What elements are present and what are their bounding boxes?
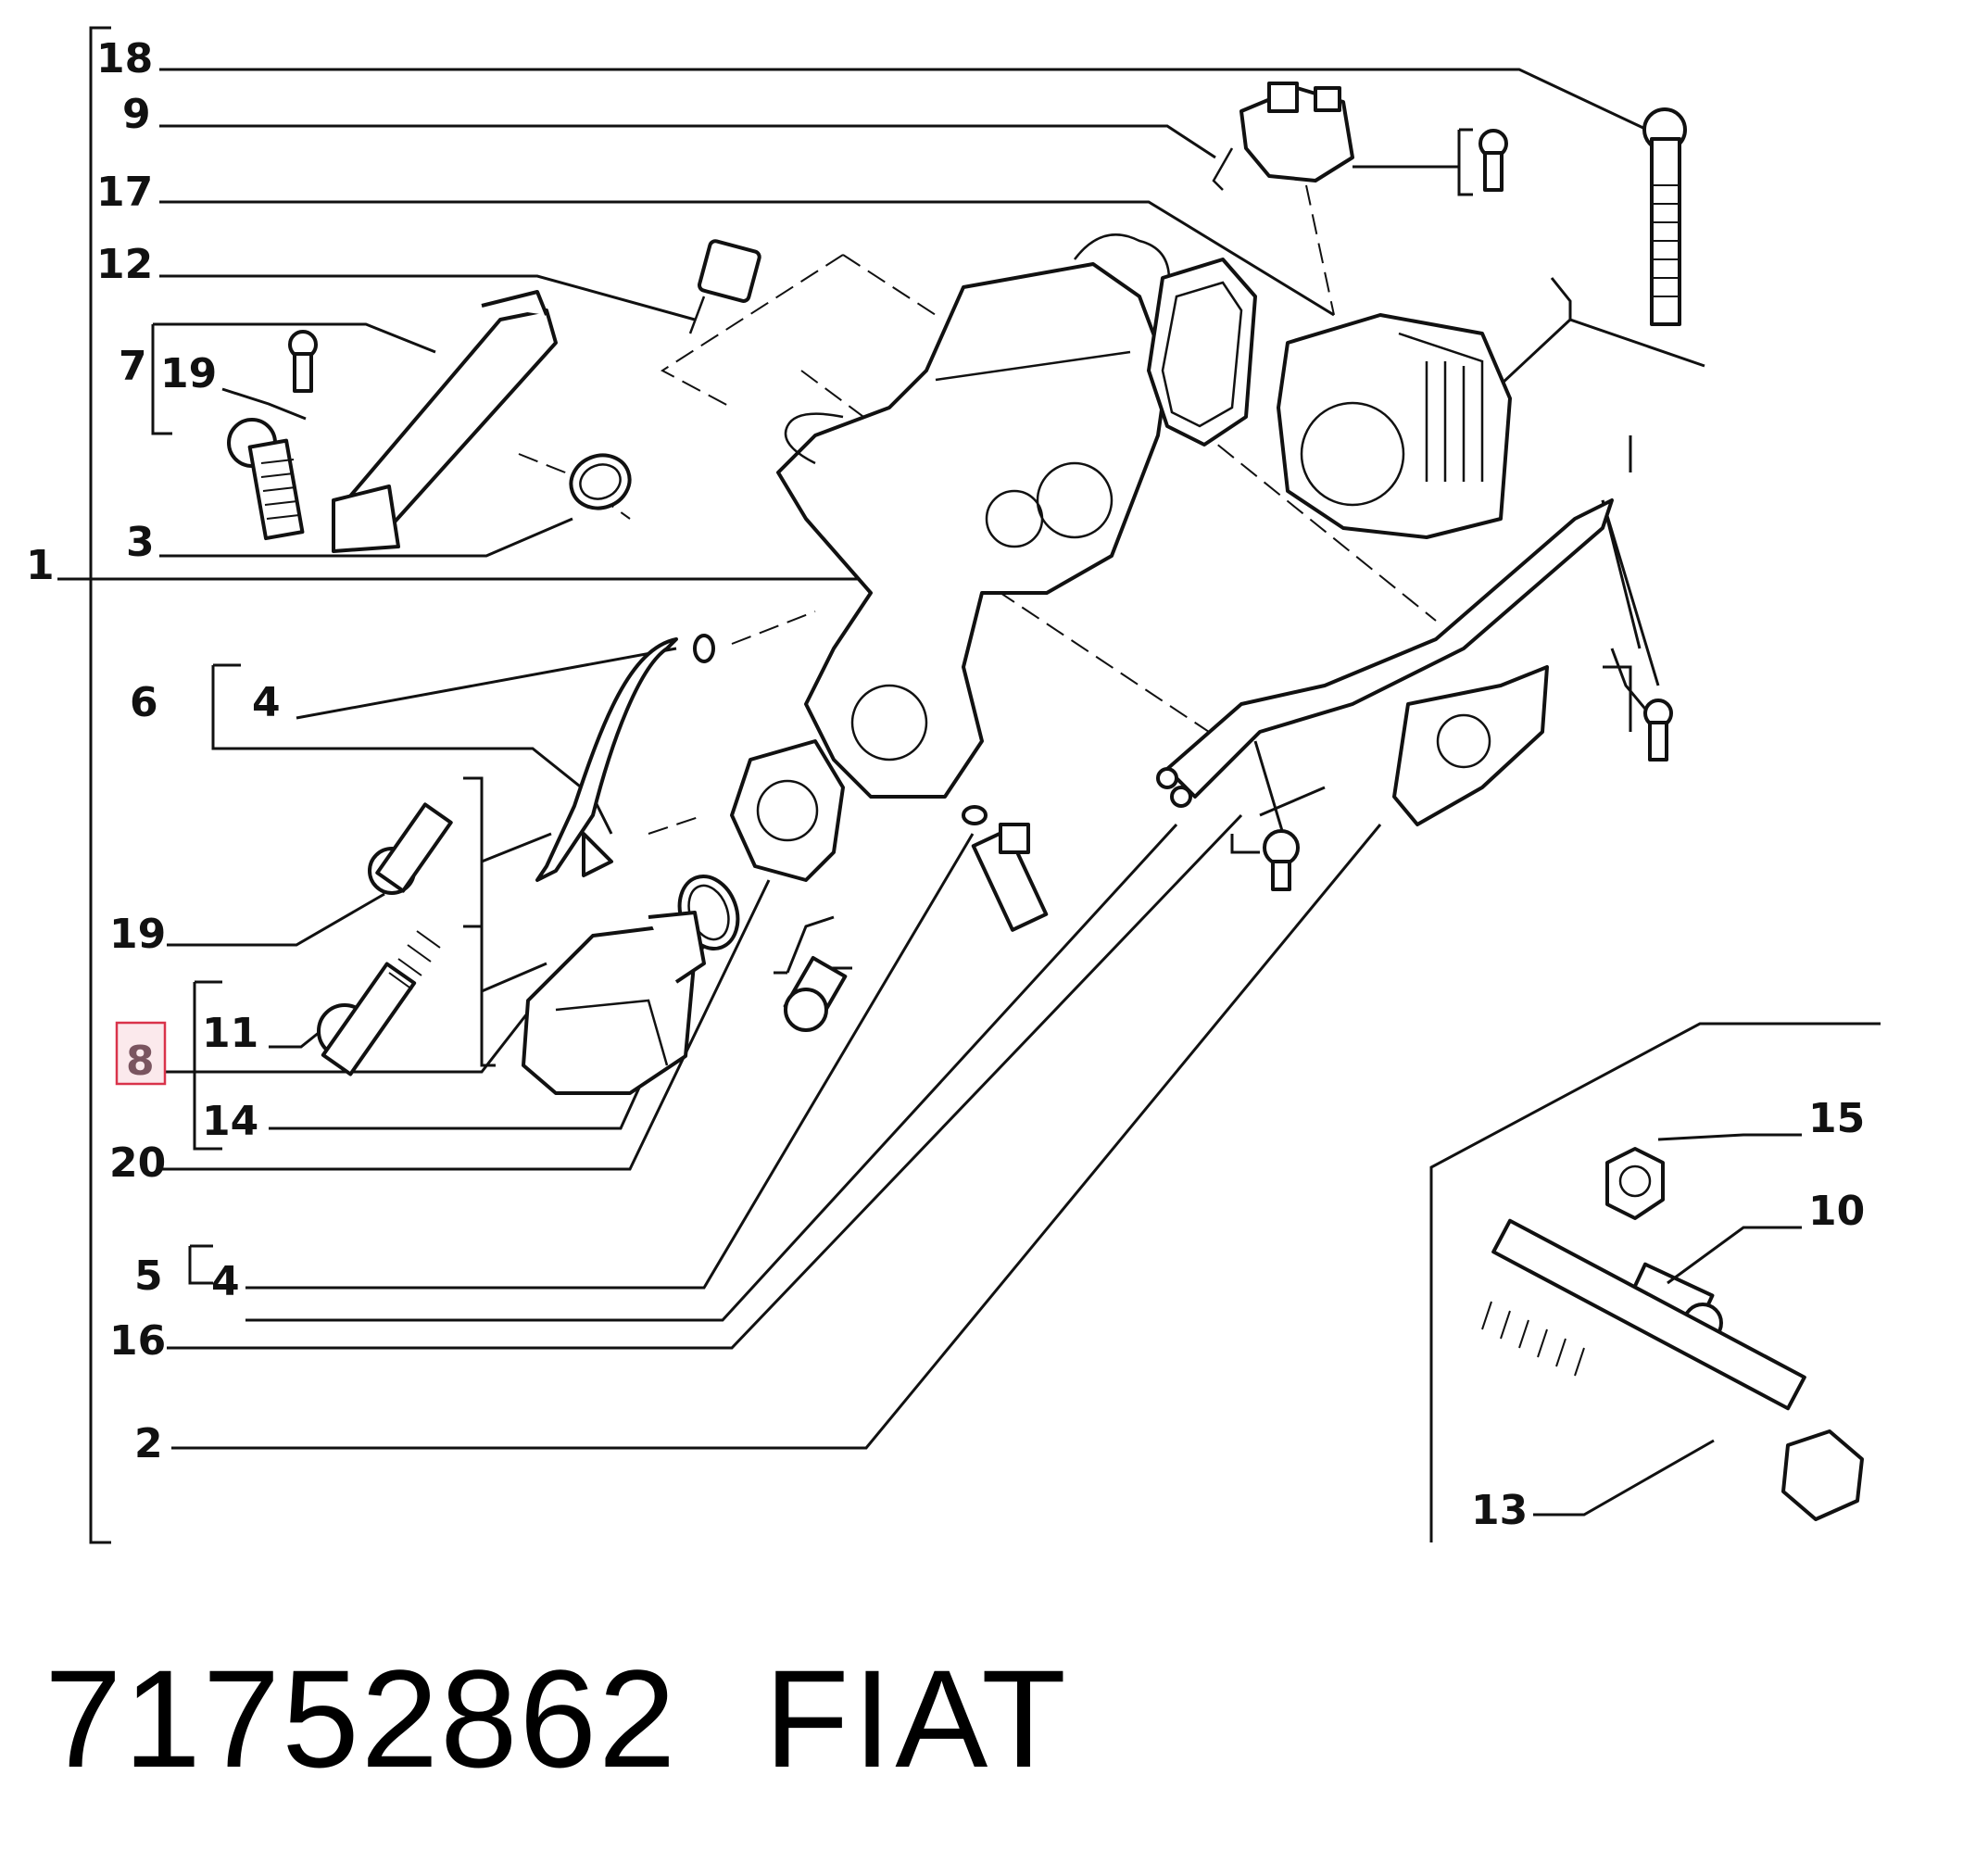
gasket-2 bbox=[1392, 665, 1549, 826]
pipe-union bbox=[971, 823, 1049, 932]
callout-18: 18 bbox=[96, 35, 153, 82]
callout-3: 3 bbox=[126, 519, 155, 566]
callout-7: 7 bbox=[119, 343, 147, 390]
callout-4-upper: 4 bbox=[252, 679, 281, 726]
parts-diagram: 18 9 17 12 7 19 3 1 6 4 19 11 8 14 20 5 … bbox=[26, 26, 1881, 1544]
coolant-pipe bbox=[535, 637, 678, 882]
part-number: 71752862 bbox=[44, 1641, 678, 1796]
brand-name: FIAT bbox=[764, 1641, 1070, 1796]
callout-16: 16 bbox=[109, 1317, 166, 1365]
cover-plate bbox=[1147, 258, 1257, 447]
callout-4-lower: 4 bbox=[211, 1258, 240, 1305]
bolt-19-upper bbox=[227, 418, 305, 541]
right-brackets bbox=[463, 128, 1705, 1067]
nut-15 bbox=[1605, 1133, 1802, 1220]
leader-lines bbox=[57, 68, 1648, 1450]
callout-8: 8 bbox=[126, 1038, 155, 1085]
callout-19-upper: 19 bbox=[160, 350, 217, 397]
thermostat-housing bbox=[522, 911, 706, 1095]
inset-frame bbox=[1429, 1022, 1881, 1542]
callout-12: 12 bbox=[96, 241, 153, 288]
callout-6: 6 bbox=[130, 679, 158, 726]
bolt-19-lower bbox=[368, 802, 453, 895]
bolt-13 bbox=[1481, 1218, 1864, 1521]
callout-8-highlight bbox=[115, 1021, 167, 1086]
callout-11: 11 bbox=[202, 1010, 258, 1057]
bolt-18 bbox=[1642, 107, 1687, 326]
water-pipe bbox=[1156, 498, 1614, 808]
assembly-bracket bbox=[89, 26, 111, 1544]
callout-14: 14 bbox=[202, 1098, 258, 1145]
callout-1: 1 bbox=[26, 542, 55, 589]
callout-17: 17 bbox=[96, 169, 153, 216]
small-screws bbox=[288, 129, 1673, 891]
socket-screw bbox=[783, 956, 848, 1032]
egr-sensor bbox=[1212, 82, 1354, 191]
gasket-20 bbox=[730, 739, 845, 882]
callout-15: 15 bbox=[1808, 1095, 1865, 1142]
callout-9: 9 bbox=[122, 91, 151, 138]
callout-numbers: 18 9 17 12 7 19 3 1 6 4 19 11 8 14 20 5 … bbox=[26, 35, 1865, 1534]
temperature-sender bbox=[688, 239, 761, 334]
egr-housing bbox=[776, 233, 1171, 799]
callout-20: 20 bbox=[109, 1139, 166, 1187]
callout-13: 13 bbox=[1471, 1487, 1528, 1534]
cooler-pipe bbox=[332, 290, 558, 553]
callout-19-lower: 19 bbox=[109, 911, 166, 958]
callout-2: 2 bbox=[134, 1420, 163, 1467]
callout-5: 5 bbox=[134, 1252, 163, 1300]
egr-actuator bbox=[1277, 313, 1512, 539]
callout-10: 10 bbox=[1808, 1188, 1865, 1235]
bolt-11 bbox=[317, 930, 441, 1076]
